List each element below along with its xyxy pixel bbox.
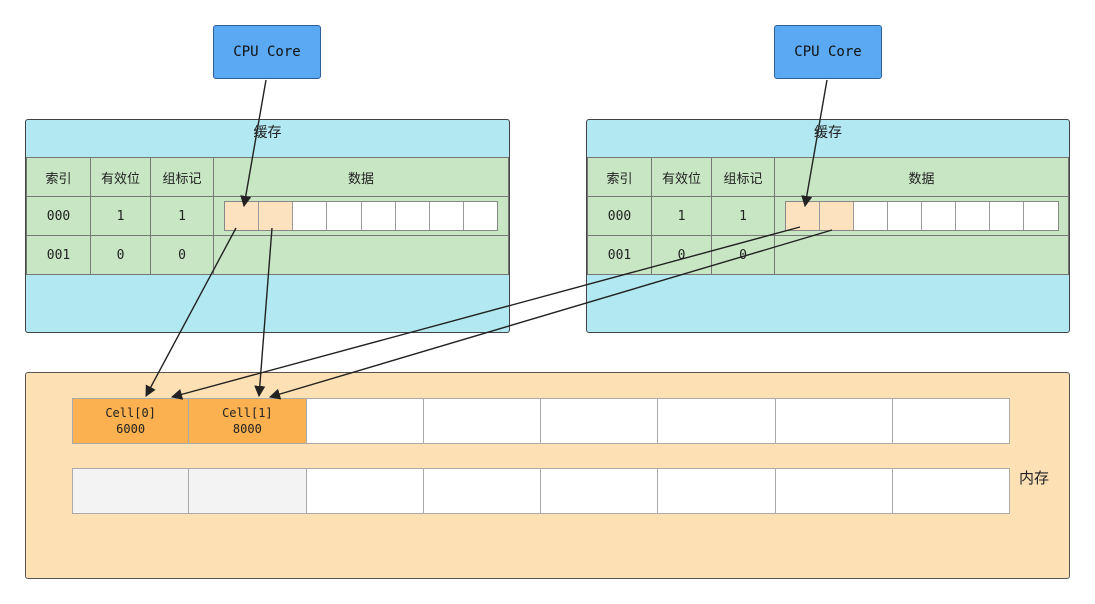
cell-data xyxy=(774,196,1069,236)
memory-cell xyxy=(72,468,190,514)
header-valid: 有效位 xyxy=(651,157,712,197)
cpu-core-right: CPU Core xyxy=(774,25,882,79)
cpu-core-right-label: CPU Core xyxy=(794,44,862,60)
cache-byte-cell xyxy=(819,202,854,230)
cache-line-cells xyxy=(784,201,1059,231)
cell-index: 000 xyxy=(587,196,652,236)
cell-tag: 1 xyxy=(150,196,214,236)
cell-index: 001 xyxy=(587,235,652,275)
cell-data xyxy=(213,196,509,236)
cache-byte-cell xyxy=(922,202,957,230)
cache-byte-cell xyxy=(990,202,1025,230)
memory-cell xyxy=(892,398,1010,444)
cache-left-title: 缓存 xyxy=(253,125,282,141)
table-row: 001 0 0 xyxy=(587,235,1069,275)
cell-valid: 0 xyxy=(651,235,712,275)
cell-valid: 1 xyxy=(651,196,712,236)
memory-cell xyxy=(423,468,541,514)
memory-row-1: Cell[0] 6000 Cell[1] 8000 xyxy=(72,398,1010,444)
cache-byte-cell xyxy=(463,202,497,230)
cpu-core-left-label: CPU Core xyxy=(233,44,301,60)
cell-tag: 1 xyxy=(711,196,775,236)
memory-cell-value: 8000 xyxy=(232,422,262,436)
cache-right-table: 索引 有效位 组标记 数据 000 1 1 xyxy=(587,157,1069,275)
cache-left-table: 索引 有效位 组标记 数据 000 1 1 xyxy=(26,157,509,275)
cache-left: 缓存 索引 有效位 组标记 数据 000 1 1 xyxy=(25,119,510,333)
header-data: 数据 xyxy=(774,157,1069,197)
cache-byte-cell xyxy=(361,202,396,230)
cell-index: 001 xyxy=(26,235,91,275)
memory-cell xyxy=(658,468,776,514)
cell-data xyxy=(213,235,509,275)
cache-byte-cell xyxy=(225,202,260,230)
memory-cell xyxy=(306,398,424,444)
cache-right-title: 缓存 xyxy=(814,125,842,141)
cache-byte-cell xyxy=(785,202,820,230)
cache-byte-cell xyxy=(395,202,430,230)
memory-cell-name: Cell[1] xyxy=(222,406,273,420)
header-index: 索引 xyxy=(587,157,652,197)
header-index: 索引 xyxy=(26,157,91,197)
memory-cell xyxy=(775,398,893,444)
table-row: 001 0 0 xyxy=(26,235,509,275)
memory-cell xyxy=(423,398,541,444)
cache-byte-cell xyxy=(887,202,922,230)
memory-label: 内存 xyxy=(1019,469,1050,487)
memory-cell-name: Cell[0] xyxy=(105,406,156,420)
cache-byte-cell xyxy=(853,202,888,230)
cache-byte-cell xyxy=(259,202,294,230)
cell-valid: 1 xyxy=(90,196,151,236)
cache-byte-cell xyxy=(956,202,991,230)
header-valid: 有效位 xyxy=(90,157,151,197)
memory-cell: Cell[0] 6000 xyxy=(72,398,190,444)
memory-cell xyxy=(892,468,1010,514)
cache-line-cells xyxy=(224,201,498,231)
cell-index: 000 xyxy=(26,196,91,236)
cache-byte-cell xyxy=(429,202,464,230)
memory-cell: Cell[1] 8000 xyxy=(189,398,307,444)
memory-cell xyxy=(306,468,424,514)
header-tag: 组标记 xyxy=(150,157,214,197)
memory-cell xyxy=(658,398,776,444)
header-tag: 组标记 xyxy=(711,157,775,197)
cache-byte-cell xyxy=(293,202,328,230)
cache-right: 缓存 索引 有效位 组标记 数据 000 1 1 xyxy=(586,119,1070,333)
table-header-row: 索引 有效位 组标记 数据 xyxy=(26,157,509,197)
memory-cell xyxy=(189,468,307,514)
cell-valid: 0 xyxy=(90,235,151,275)
memory-row-2 xyxy=(72,468,1010,514)
cell-tag: 0 xyxy=(150,235,214,275)
table-row: 000 1 1 xyxy=(587,196,1069,236)
header-data: 数据 xyxy=(213,157,509,197)
cpu-core-left: CPU Core xyxy=(213,25,321,79)
cell-data xyxy=(774,235,1069,275)
table-header-row: 索引 有效位 组标记 数据 xyxy=(587,157,1069,197)
memory-cell-value: 6000 xyxy=(116,422,146,436)
memory-cell xyxy=(775,468,893,514)
memory-cell xyxy=(541,398,659,444)
cache-byte-cell xyxy=(327,202,362,230)
cache-byte-cell xyxy=(1024,202,1058,230)
table-row: 000 1 1 xyxy=(26,196,509,236)
cell-tag: 0 xyxy=(711,235,775,275)
memory-cell xyxy=(541,468,659,514)
